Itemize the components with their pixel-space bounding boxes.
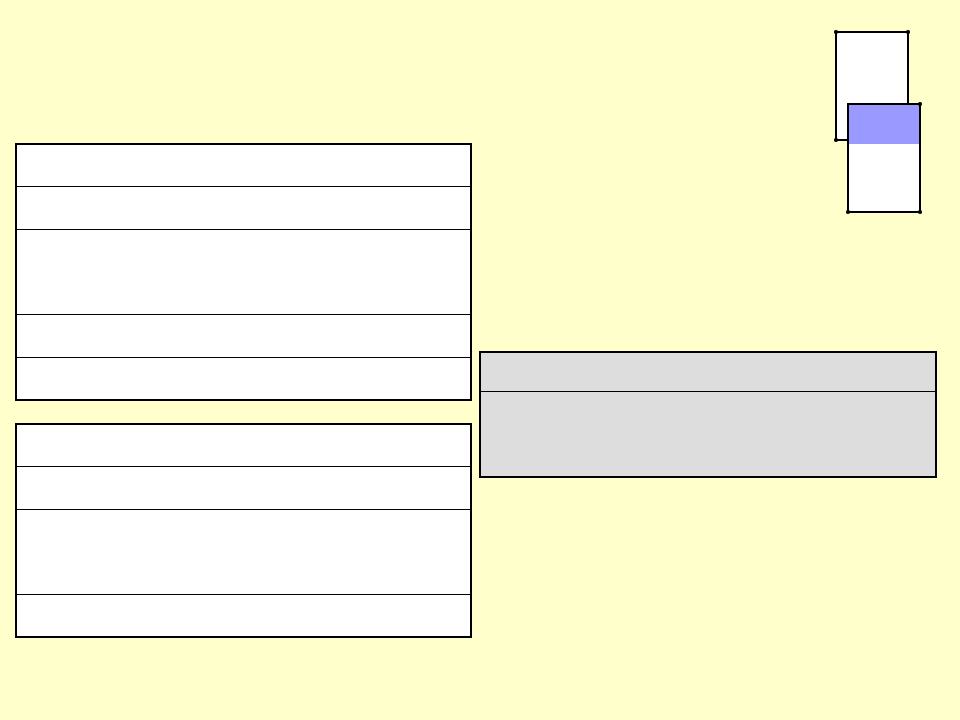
table-a-row-4 xyxy=(17,315,470,358)
thumbnail-handle xyxy=(918,210,922,214)
table-c-header-row xyxy=(481,353,935,392)
table-b-row-4 xyxy=(17,595,470,636)
thumbnail-handle xyxy=(834,30,838,34)
table-b xyxy=(15,423,472,638)
table-c-body-row xyxy=(481,392,935,476)
thumbnail-handle xyxy=(834,138,838,142)
table-c xyxy=(479,351,937,478)
table-b-row-3 xyxy=(17,510,470,595)
table-b-row-1 xyxy=(17,425,470,467)
table-a-row-3 xyxy=(17,230,470,315)
table-a-row-5 xyxy=(17,358,470,399)
thumbnail-handle xyxy=(906,30,910,34)
table-a-row-1 xyxy=(17,145,470,187)
page-thumbnail xyxy=(834,30,922,214)
table-a-row-2 xyxy=(17,187,470,230)
thumbnail-handle xyxy=(846,210,850,214)
table-b-row-2 xyxy=(17,467,470,510)
thumbnail-handle xyxy=(918,102,922,106)
thumbnail-highlight xyxy=(849,105,919,144)
table-a xyxy=(15,143,472,401)
